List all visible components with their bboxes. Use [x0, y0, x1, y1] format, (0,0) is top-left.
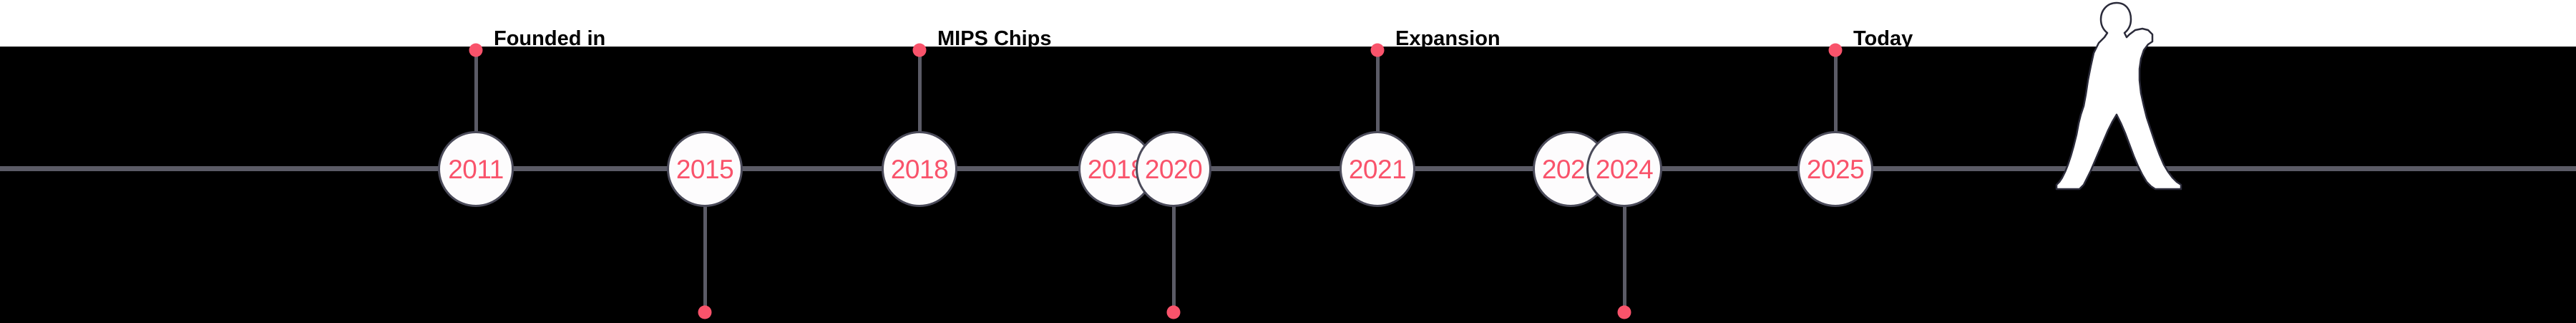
event-label-0: Founded in [494, 27, 606, 50]
timeline-node-year-label: 2015 [675, 154, 734, 184]
timeline-axis [0, 166, 2576, 171]
timeline-stem-2018-2 [918, 50, 922, 133]
timeline-node-year-label: 2018 [890, 154, 949, 184]
timeline-stem-2021-5 [1376, 50, 1380, 133]
timeline-stem-2025-8 [1834, 50, 1838, 133]
timeline-top-marker-0[interactable] [469, 43, 483, 57]
event-label-3: Today [1853, 27, 1913, 50]
timeline-stem-2011-0 [474, 50, 478, 133]
dark-overlay-panel [0, 47, 2576, 323]
timeline-node-2018-2[interactable]: 2018 [882, 131, 957, 207]
timeline-top-marker-3[interactable] [1828, 43, 1843, 57]
timeline-node-year-label: 2025 [1806, 154, 1865, 184]
timeline-stem-2024-7 [1623, 205, 1626, 308]
timeline-bottom-marker-1[interactable] [1166, 305, 1181, 319]
timeline-node-year-label: 2020 [1144, 154, 1203, 184]
timeline-node-year-label: 2011 [448, 154, 504, 184]
timeline-top-marker-1[interactable] [912, 43, 927, 57]
timeline-node-2025-8[interactable]: 2025 [1797, 131, 1873, 207]
timeline-node-2024-7[interactable]: 2024 [1586, 131, 1662, 207]
timeline-node-year-label: 2021 [1348, 154, 1407, 184]
timeline-top-marker-2[interactable] [1370, 43, 1385, 57]
timeline-node-year-label: 2024 [1595, 154, 1654, 184]
timeline-bottom-marker-0[interactable] [698, 305, 712, 319]
event-label-1: MIPS Chips [937, 27, 1052, 50]
event-label-2: Expansion [1395, 27, 1501, 50]
timeline-stem-2015-1 [703, 205, 707, 308]
timeline-node-2020-4[interactable]: 2020 [1136, 131, 1211, 207]
timeline-bottom-marker-2[interactable] [1617, 305, 1631, 319]
timeline-node-2021-5[interactable]: 2021 [1340, 131, 1415, 207]
walking-person-silhouette [2055, 0, 2191, 191]
timeline-node-2015-1[interactable]: 2015 [667, 131, 743, 207]
timeline-node-2011-0[interactable]: 2011 [438, 131, 514, 207]
timeline-stem-2020-4 [1172, 205, 1176, 308]
